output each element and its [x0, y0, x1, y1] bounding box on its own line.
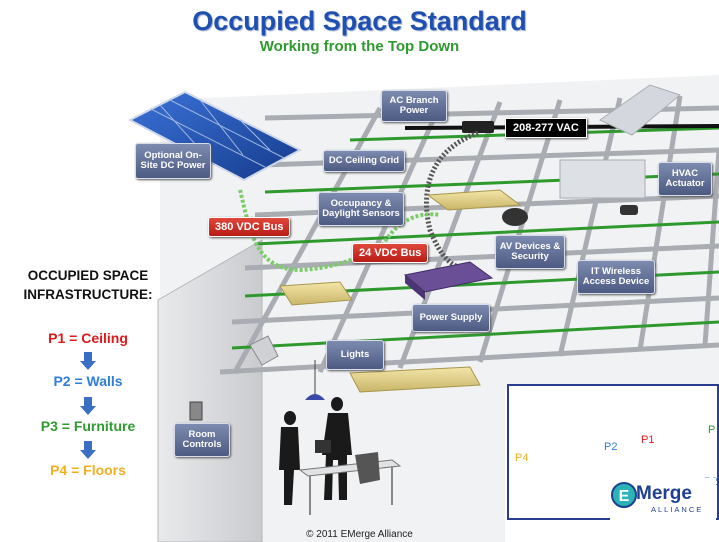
- label-occupancy-sensors: Occupancy & Daylight Sensors: [318, 192, 404, 226]
- label-lights: Lights: [326, 340, 384, 370]
- light-panel: [349, 366, 481, 393]
- arrow-down-icon: [80, 397, 96, 415]
- logo-letter: E: [619, 488, 630, 505]
- inset-label-p2: P2: [604, 441, 618, 453]
- label-dc-ceiling-grid: DC Ceiling Grid: [323, 150, 405, 172]
- label-power-supply: Power Supply: [412, 304, 490, 332]
- label-ac-branch-power: AC Branch Power: [381, 90, 447, 122]
- label-vac: 208-277 VAC: [505, 118, 587, 138]
- speaker: [502, 208, 528, 226]
- label-hvac-actuator: HVAC Actuator: [658, 162, 712, 196]
- inset-label-p3: P: [708, 424, 716, 436]
- office-people: [279, 397, 402, 515]
- label-380-vdc-bus: 380 VDC Bus: [208, 217, 291, 237]
- logo-text: Merge: [636, 483, 692, 504]
- arrow-down-icon: [80, 352, 96, 370]
- copyright: © 2011 EMerge Alliance: [306, 529, 413, 540]
- level-p4: P4 = Floors: [50, 462, 126, 478]
- arrow-down-icon: [80, 441, 96, 459]
- spot-lamp: [249, 335, 279, 366]
- level-p2: P2 = Walls: [53, 373, 123, 389]
- inset-label-p4: P4: [515, 452, 529, 464]
- label-it-wireless: IT Wireless Access Device: [577, 260, 655, 294]
- pendant-lamp: [305, 394, 325, 400]
- emerge-logo: E: [610, 478, 716, 520]
- level-p3: P3 = Furniture: [40, 418, 136, 434]
- page-title: Occupied Space Standard: [192, 6, 527, 36]
- junction-box-2: [279, 281, 353, 306]
- conduit-cable: [424, 130, 479, 273]
- label-room-controls: Room Controls: [174, 423, 230, 457]
- label-24-vdc-bus: 24 VDC Bus: [352, 243, 429, 263]
- level-p1: P1 = Ceiling: [48, 330, 128, 346]
- wall: [157, 239, 263, 542]
- page-subtitle: Working from the Top Down: [259, 38, 460, 55]
- camera: [620, 205, 638, 215]
- infrastructure-heading: OCCUPIED SPACE INFRASTRUCTURE:: [23, 268, 153, 302]
- junction-box-1: [426, 189, 522, 211]
- inset-label-p1: P1: [641, 434, 655, 446]
- ac-connector: [462, 121, 494, 133]
- hvac-unit: [559, 159, 646, 199]
- logo-subtext: ALLIANCE: [651, 505, 704, 514]
- hvac-duct: [599, 84, 682, 136]
- label-av-devices: AV Devices & Security: [495, 235, 565, 269]
- label-solar-power: Optional On-Site DC Power: [135, 143, 211, 179]
- room-controls-device: [189, 401, 203, 421]
